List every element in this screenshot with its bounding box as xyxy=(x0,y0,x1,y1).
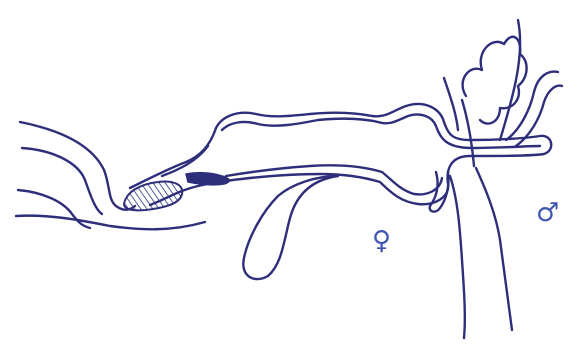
hanging-sac xyxy=(243,176,338,279)
main-body-lower-inner xyxy=(226,165,442,194)
main-body-outer xyxy=(216,104,551,204)
drawing-strokes xyxy=(16,20,562,338)
left-duct-lower xyxy=(16,216,205,230)
dark-junction xyxy=(186,173,229,185)
left-duct-middle xyxy=(18,190,90,228)
male-symbol: ♂ xyxy=(536,200,559,226)
right-vertical-left xyxy=(450,176,465,338)
left-duct-outer xyxy=(20,122,135,210)
right-vertical-upper xyxy=(444,78,458,130)
main-body-inner xyxy=(222,114,540,148)
female-symbol: ♀ xyxy=(372,228,391,254)
right-vertical-right xyxy=(476,168,512,330)
connecting-duct-inner xyxy=(162,146,208,176)
